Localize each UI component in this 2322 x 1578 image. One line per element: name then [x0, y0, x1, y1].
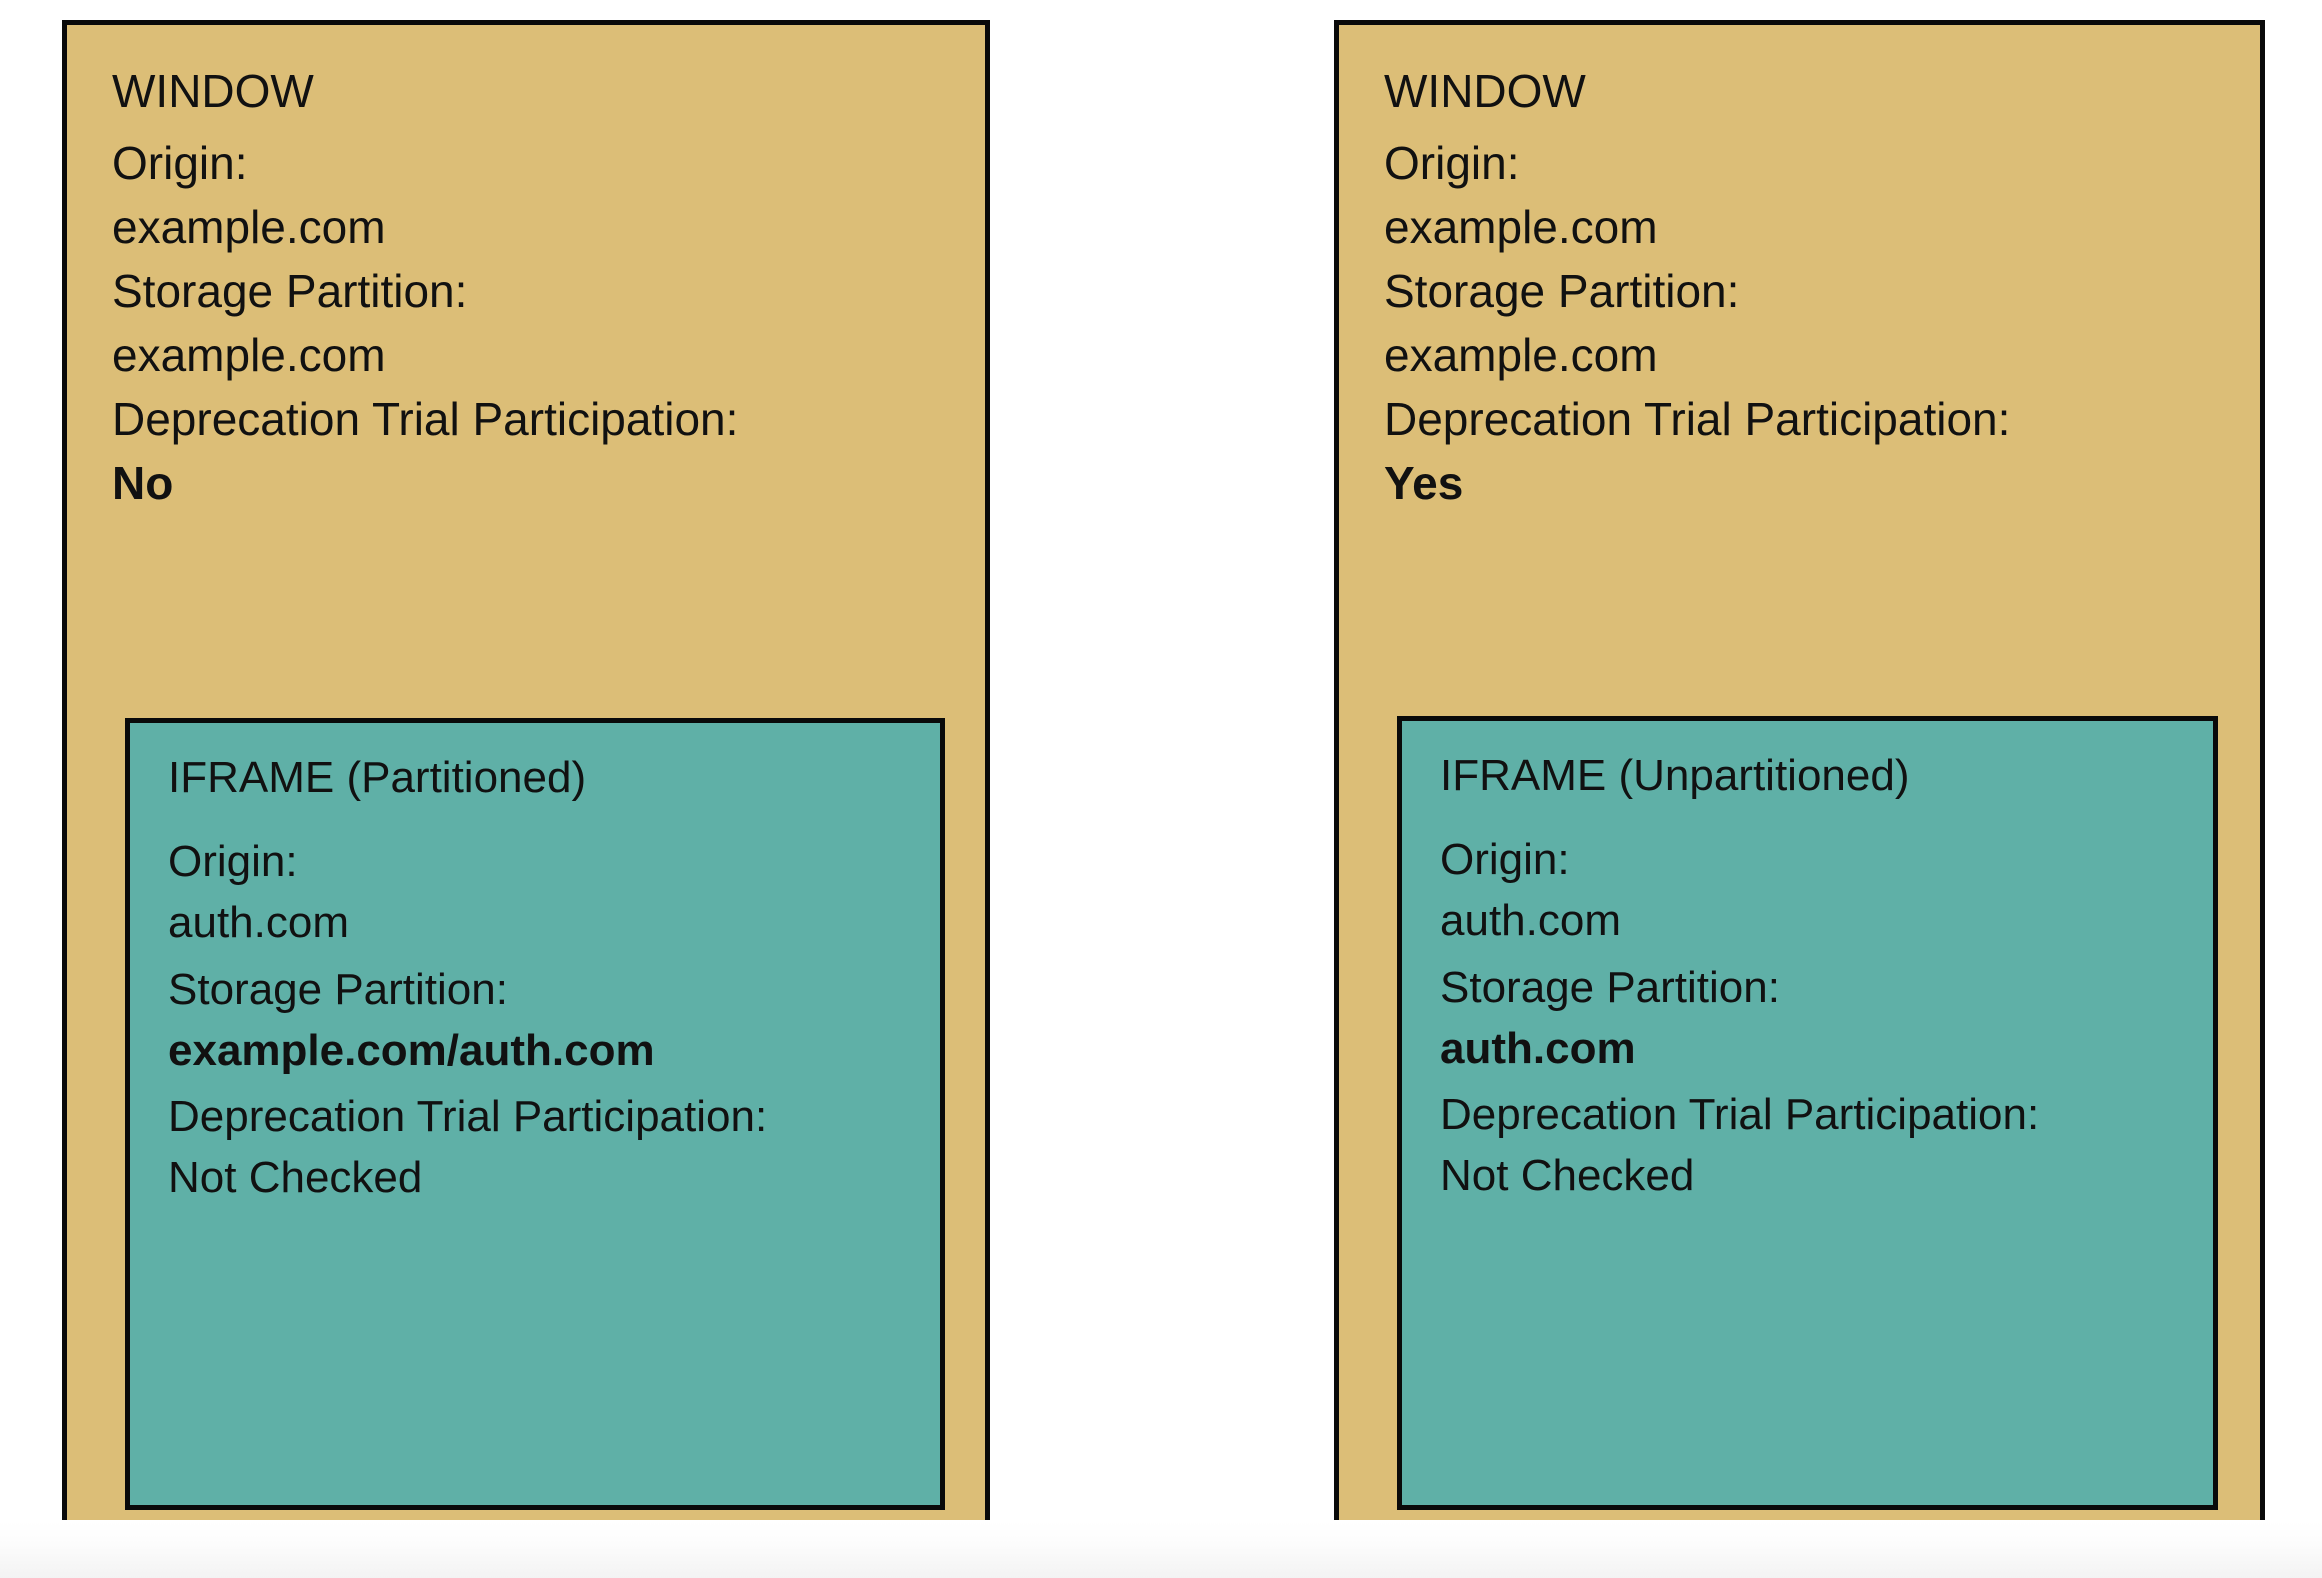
iframe-deprecation-trial-value-left: Not Checked [168, 1153, 423, 1202]
window-deprecation-trial-field-right: Deprecation Trial Participation: Yes [1384, 396, 2010, 506]
iframe-storage-partition-label-right: Storage Partition: [1440, 963, 1780, 1012]
iframe-deprecation-trial-label-left: Deprecation Trial Participation: [168, 1092, 768, 1141]
window-storage-partition-value-left: example.com [112, 329, 386, 381]
iframe-origin-label-right: Origin: [1440, 835, 1570, 884]
window-storage-partition-field-right: Storage Partition: example.com [1384, 268, 1739, 378]
iframe-origin-value-right: auth.com [1440, 896, 1621, 945]
iframe-deprecation-trial-label-right: Deprecation Trial Participation: [1440, 1090, 2040, 1139]
iframe-deprecation-trial-field-left: Deprecation Trial Participation: Not Che… [168, 1095, 767, 1200]
iframe-box-left: IFRAME (Partitioned) Origin: auth.com St… [125, 718, 945, 1510]
iframe-box-right: IFRAME (Unpartitioned) Origin: auth.com … [1397, 716, 2218, 1510]
iframe-storage-partition-value-right: auth.com [1440, 1024, 1636, 1073]
iframe-title-left: IFRAME (Partitioned) [168, 753, 587, 802]
iframe-origin-field-right: Origin: auth.com [1440, 838, 1621, 943]
iframe-deprecation-trial-value-right: Not Checked [1440, 1151, 1695, 1200]
window-deprecation-trial-value-left: No [112, 457, 174, 509]
window-origin-field-left: Origin: example.com [112, 140, 386, 250]
iframe-origin-label-left: Origin: [168, 837, 298, 886]
iframe-storage-partition-label-left: Storage Partition: [168, 965, 508, 1014]
window-storage-partition-field-left: Storage Partition: example.com [112, 268, 467, 378]
window-deprecation-trial-label-left: Deprecation Trial Participation: [112, 393, 739, 445]
window-origin-value-right: example.com [1384, 201, 1658, 253]
window-origin-label-right: Origin: [1384, 137, 1520, 189]
window-title-right: WINDOW [1384, 65, 1586, 117]
iframe-storage-partition-field-right: Storage Partition: auth.com [1440, 966, 1780, 1071]
iframe-origin-value-left: auth.com [168, 898, 349, 947]
window-storage-partition-value-right: example.com [1384, 329, 1658, 381]
window-deprecation-trial-label-right: Deprecation Trial Participation: [1384, 393, 2011, 445]
window-deprecation-trial-value-right: Yes [1384, 457, 1464, 509]
iframe-title-right: IFRAME (Unpartitioned) [1440, 751, 1910, 800]
iframe-storage-partition-value-left: example.com/auth.com [168, 1026, 655, 1075]
window-origin-value-left: example.com [112, 201, 386, 253]
window-storage-partition-label-right: Storage Partition: [1384, 265, 1740, 317]
iframe-storage-partition-field-left: Storage Partition: example.com/auth.com [168, 968, 655, 1073]
iframe-origin-field-left: Origin: auth.com [168, 840, 349, 945]
window-box-left: WINDOW Origin: example.com Storage Parti… [62, 20, 990, 1548]
window-origin-label-left: Origin: [112, 137, 248, 189]
window-origin-field-right: Origin: example.com [1384, 140, 1658, 250]
window-deprecation-trial-field-left: Deprecation Trial Participation: No [112, 396, 738, 506]
window-box-right: WINDOW Origin: example.com Storage Parti… [1334, 20, 2265, 1548]
iframe-deprecation-trial-field-right: Deprecation Trial Participation: Not Che… [1440, 1093, 2039, 1198]
window-title-left: WINDOW [112, 65, 314, 117]
window-storage-partition-label-left: Storage Partition: [112, 265, 468, 317]
